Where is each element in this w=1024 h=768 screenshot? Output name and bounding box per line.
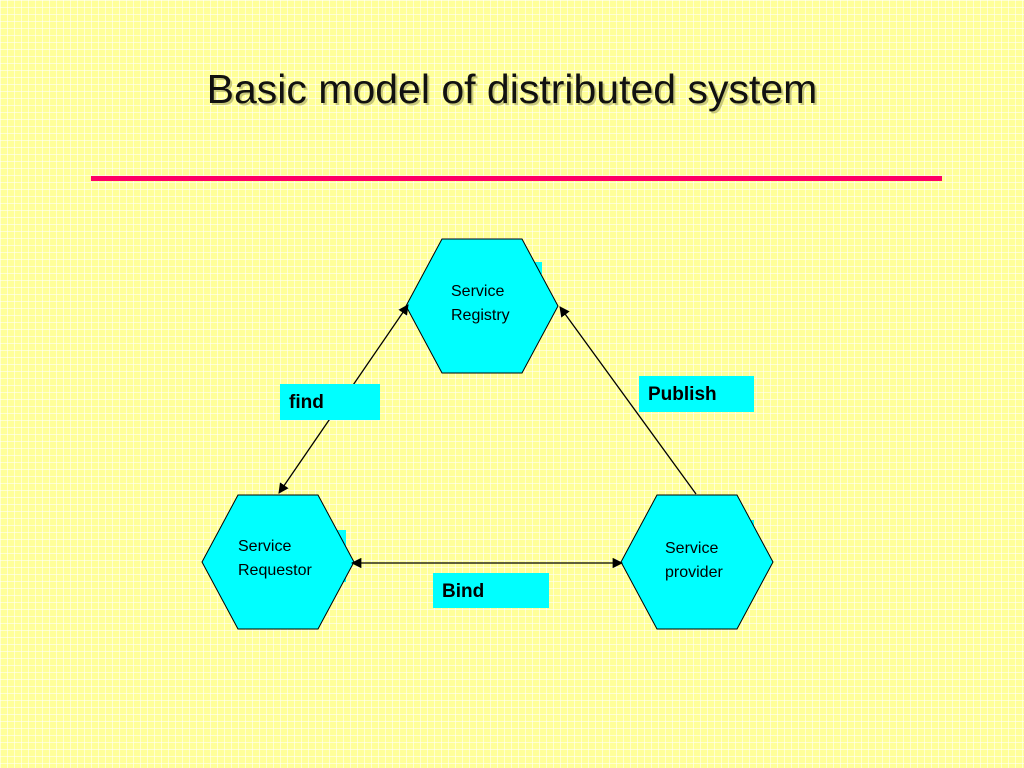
service-registry-label: Service Registry	[451, 283, 510, 324]
find-label: find	[280, 384, 380, 420]
service-provider-label: Service provider	[665, 540, 723, 581]
title-rule	[91, 176, 942, 181]
publish-label: Publish	[639, 376, 754, 412]
slide-title: Basic model of distributed system	[206, 66, 818, 112]
service-requestor-hexagon[interactable]	[201, 494, 355, 630]
publish-arrow	[559, 306, 697, 495]
bind-label: Bind	[433, 573, 549, 608]
service-requestor-label: Service Requestor	[238, 538, 312, 579]
